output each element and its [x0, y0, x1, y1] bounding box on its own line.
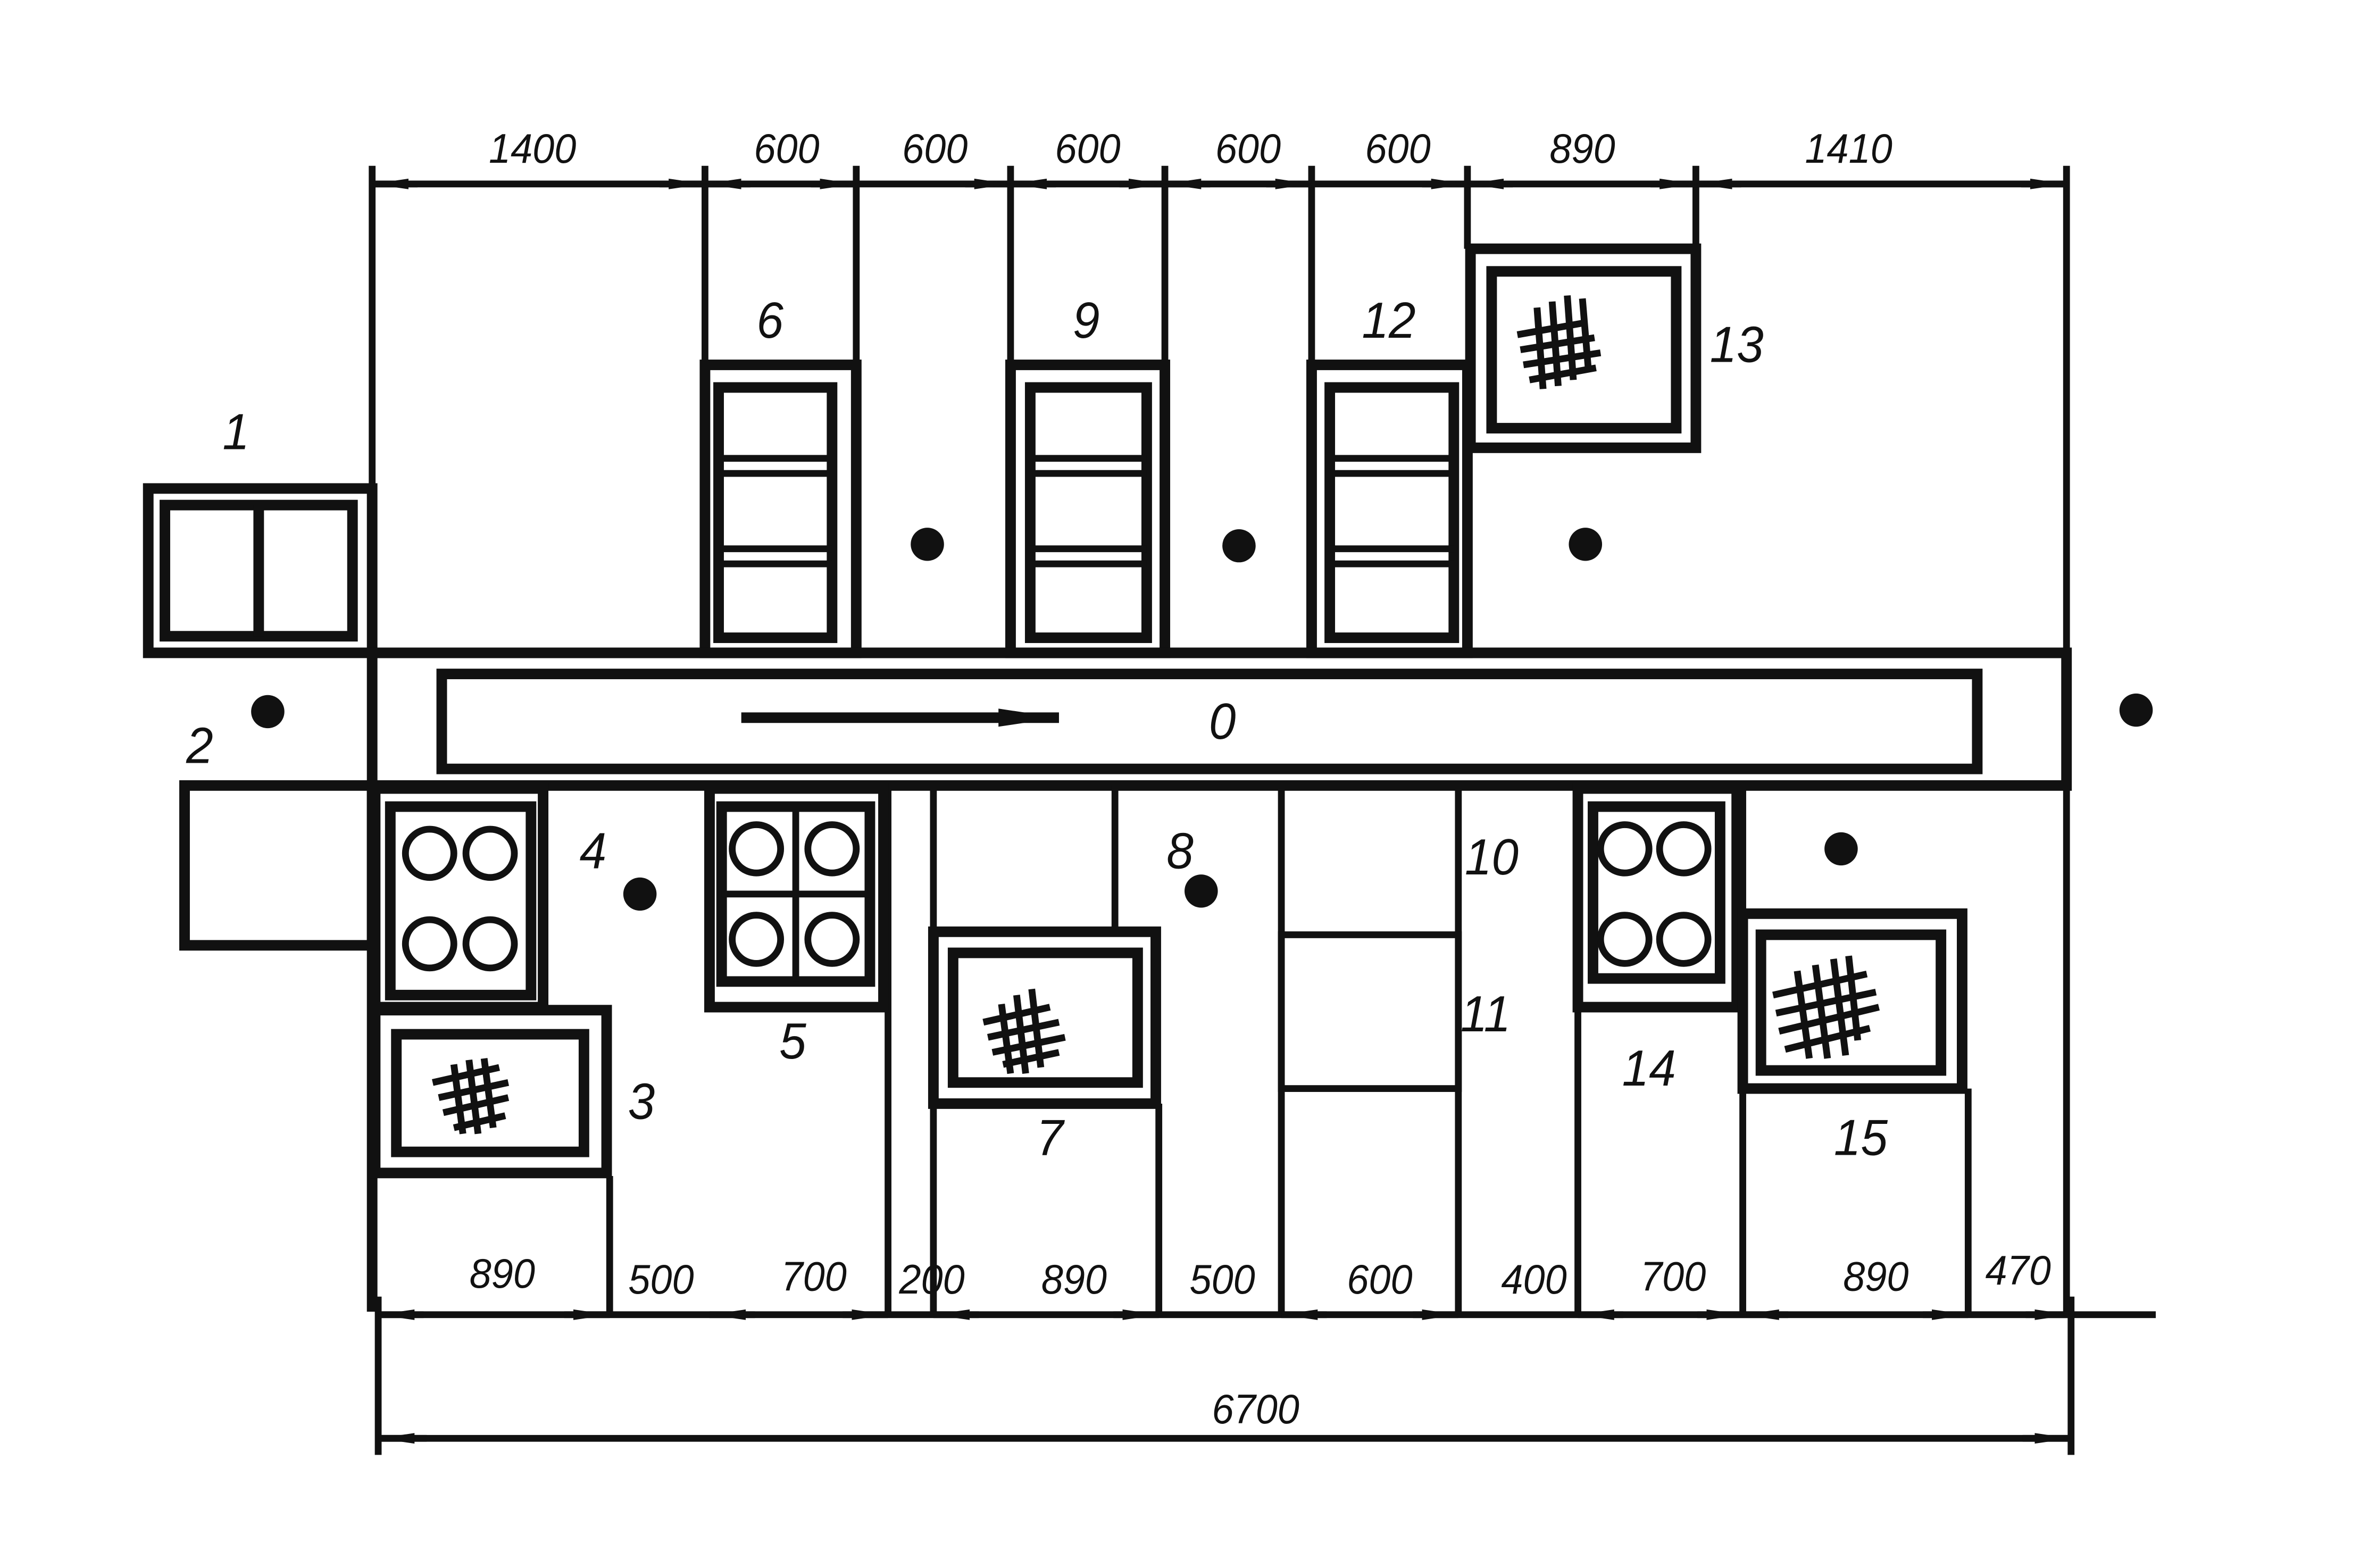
unit-1-cabinet [143, 483, 378, 658]
dim-top-3: 600 [902, 126, 968, 172]
label-15: 15 [1834, 1108, 1888, 1166]
label-5: 5 [779, 1012, 807, 1070]
unit-5-stove [704, 783, 889, 1013]
unit-4-stove [370, 783, 549, 1013]
label-2: 2 [186, 716, 213, 774]
label-4: 4 [580, 822, 607, 879]
dim-bottom-7: 600 [1347, 1256, 1412, 1303]
dim-bottom-8: 400 [1501, 1256, 1566, 1303]
dim-bottom-3: 700 [781, 1254, 847, 1300]
label-10: 10 [1465, 828, 1519, 886]
dim-top-5: 600 [1215, 126, 1281, 172]
label-1: 1 [222, 403, 249, 460]
label-6: 6 [756, 291, 784, 349]
dim-top-7: 890 [1549, 126, 1615, 172]
unit-14-stove [1572, 783, 1742, 1013]
dim-bottom-4: 200 [898, 1256, 964, 1303]
conveyor-0 [366, 647, 2072, 791]
dim-total: 6700 [1212, 1386, 1299, 1432]
worker-dot [251, 695, 285, 729]
worker-dot [911, 528, 944, 561]
unit-6-rack [699, 360, 862, 658]
label-0: 0 [1209, 693, 1236, 750]
dim-top-8: 1410 [1805, 126, 1892, 172]
dim-top-6: 600 [1365, 126, 1430, 172]
worker-dot [1824, 832, 1858, 866]
dim-top-4: 600 [1055, 126, 1120, 172]
label-13: 13 [1710, 315, 1764, 373]
dim-bottom-11: 470 [1986, 1247, 2051, 1294]
unit-15-appliance [1737, 908, 1967, 1094]
label-9: 9 [1073, 291, 1100, 349]
worker-dot [1222, 529, 1256, 563]
dim-top-2: 600 [754, 126, 819, 172]
worker-dot [1569, 528, 1603, 561]
worker-dot [2119, 693, 2153, 727]
top-dimension-chain: 1400 600 600 600 600 600 890 1410 [369, 126, 2070, 656]
label-7: 7 [1037, 1108, 1065, 1166]
worker-positions [251, 528, 2153, 911]
dim-bottom-10: 890 [1843, 1254, 1908, 1300]
dim-bottom-6: 500 [1190, 1256, 1255, 1303]
label-11: 11 [1461, 985, 1511, 1042]
unit-3-appliance [370, 1005, 612, 1179]
label-8: 8 [1166, 822, 1194, 879]
dim-bottom-2: 500 [628, 1256, 694, 1303]
label-12: 12 [1362, 291, 1415, 349]
unit-2-table [179, 780, 378, 951]
dim-bottom-1: 890 [470, 1250, 535, 1297]
unit-13-appliance [1465, 243, 1702, 453]
unit-9-rack [1005, 360, 1171, 658]
unit-12-rack [1306, 360, 1473, 658]
total-dimension: 6700 [378, 1386, 2071, 1444]
bottom-row-partitions [366, 785, 2070, 1312]
dim-top-1: 1400 [489, 126, 576, 172]
dim-bottom-5: 890 [1041, 1256, 1107, 1303]
unit-7-appliance [928, 926, 1161, 1109]
label-3: 3 [628, 1072, 655, 1130]
label-14: 14 [1622, 1039, 1676, 1097]
dim-bottom-9: 700 [1640, 1254, 1706, 1300]
worker-dot [1185, 874, 1218, 908]
bottom-dimension-chain: 890 500 700 200 890 500 600 400 700 890 … [374, 1247, 2156, 1455]
worker-dot [623, 877, 657, 911]
unit-10-11-table [1278, 931, 1462, 1092]
